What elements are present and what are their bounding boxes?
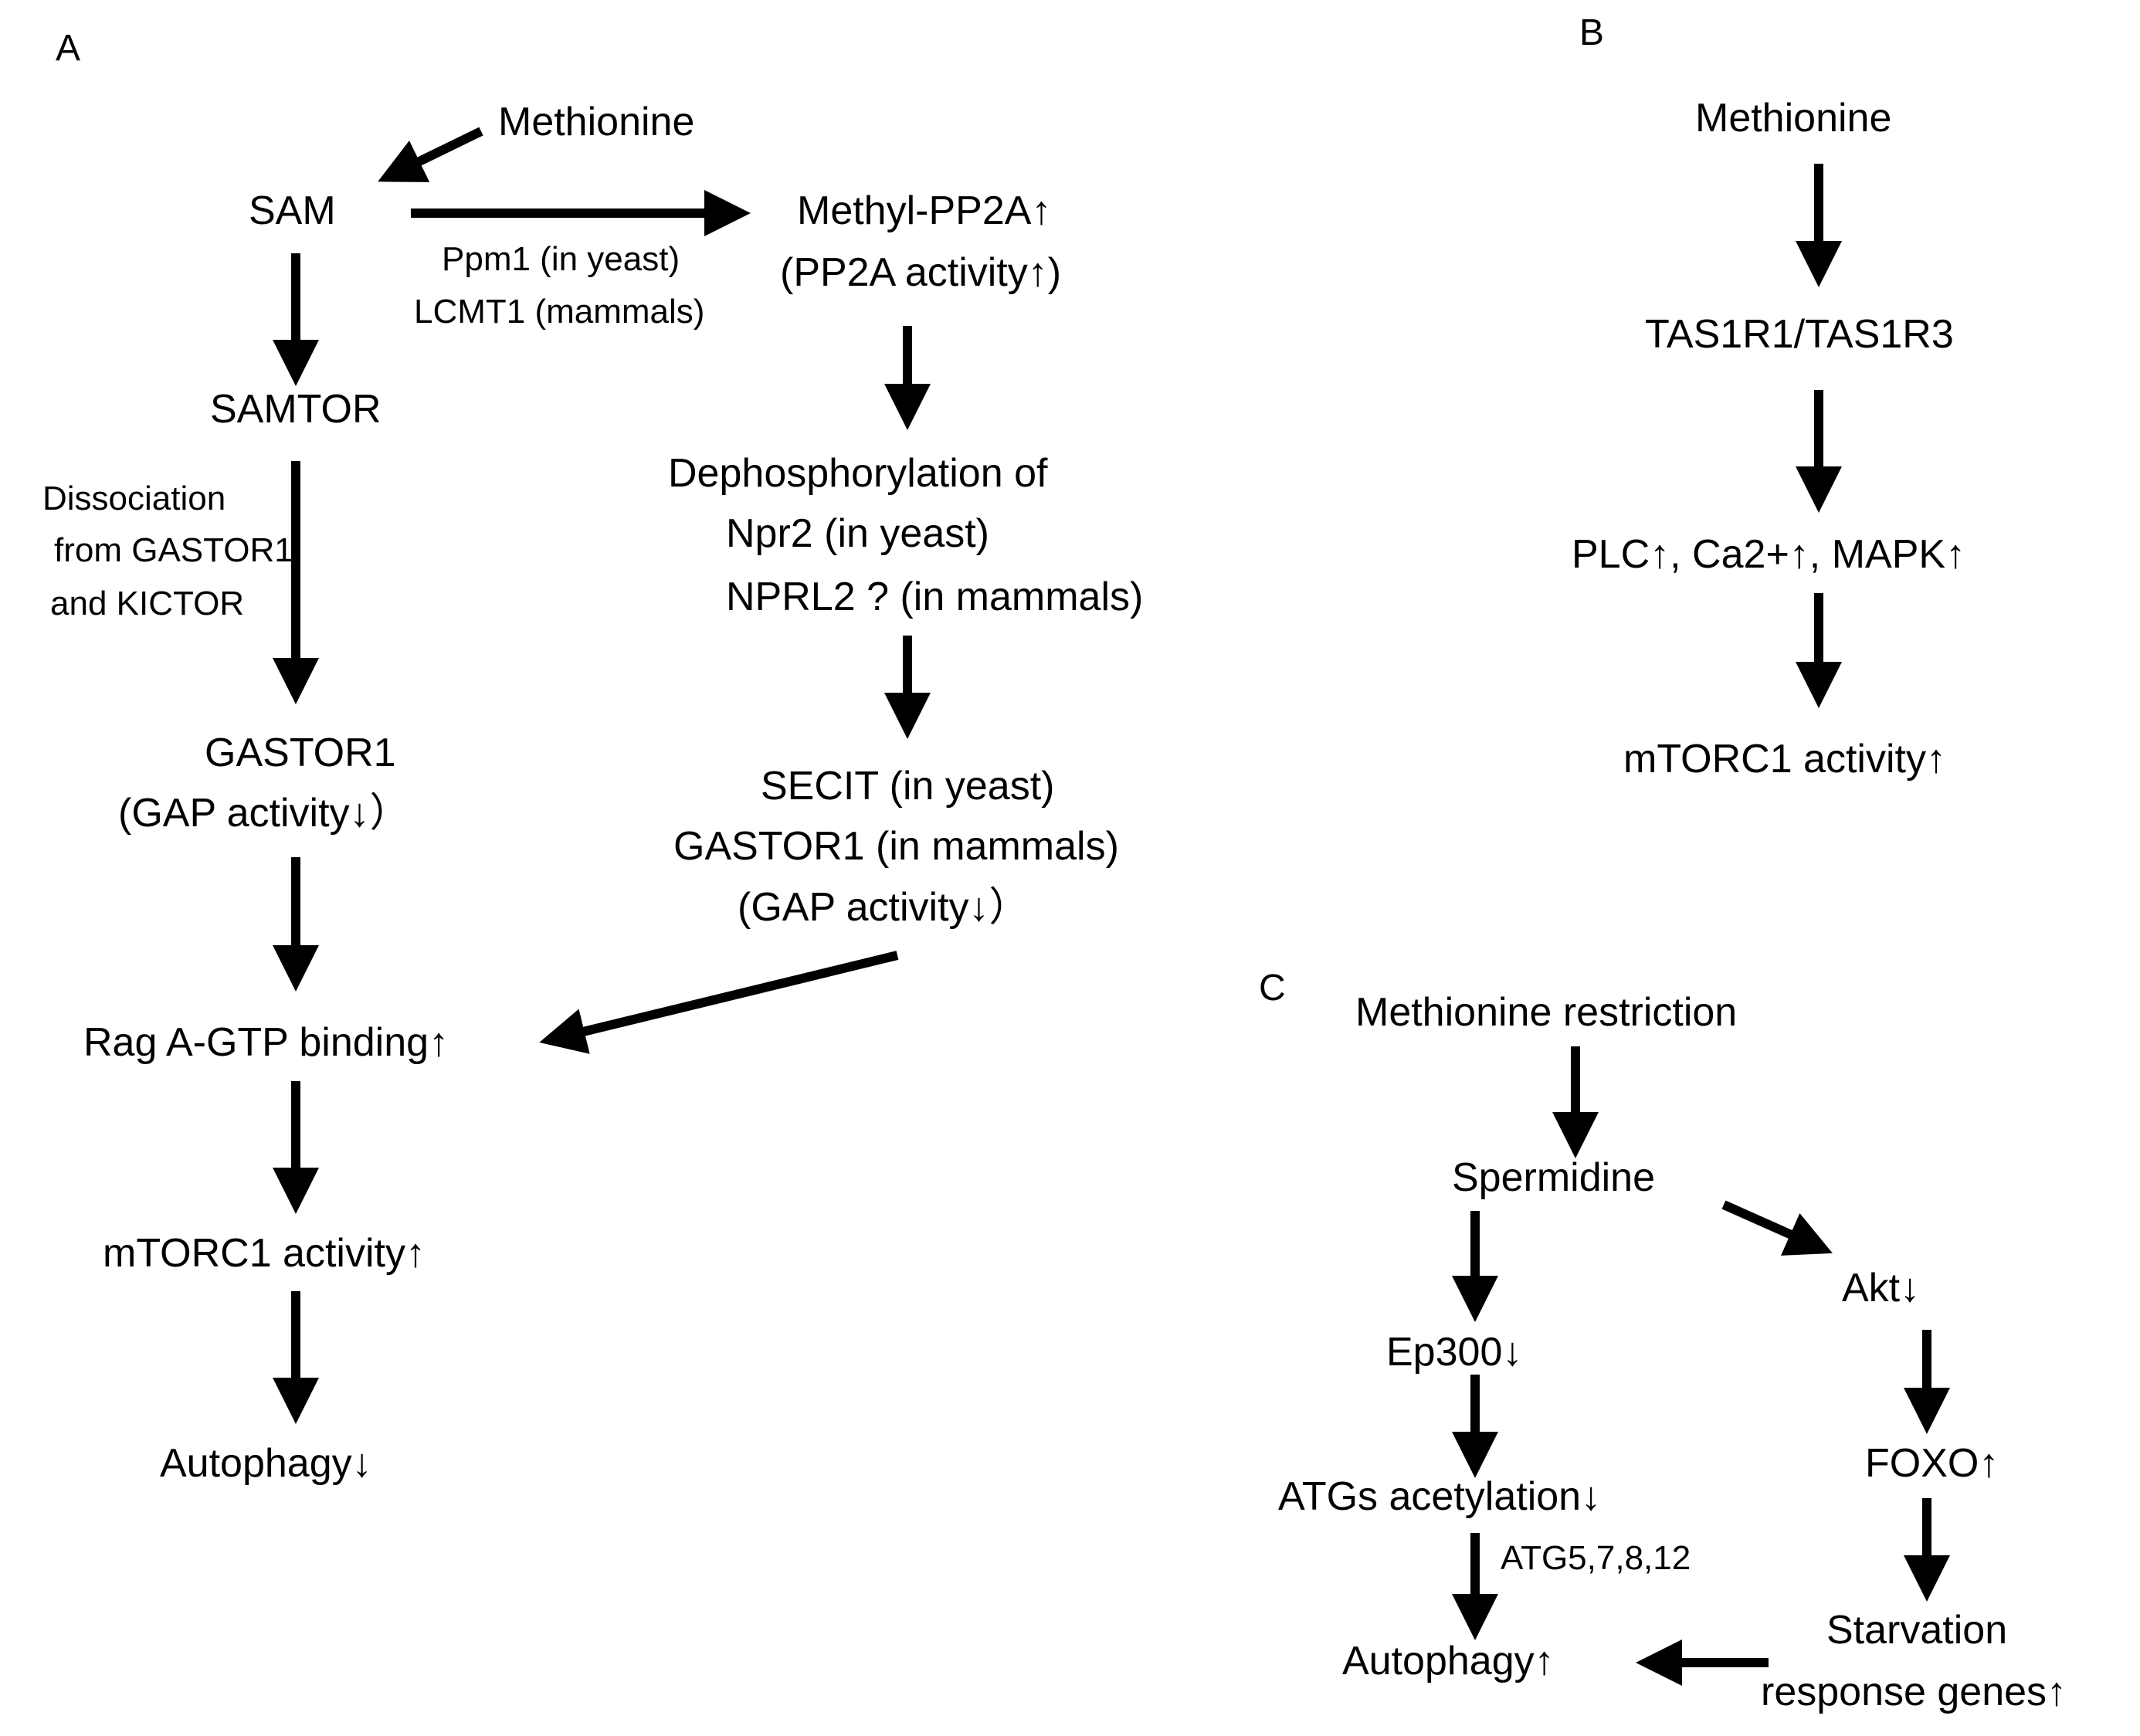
panel-c-label: C	[1259, 968, 1286, 1009]
atg-list-label: ATG5,7,8,12	[1501, 1539, 1691, 1577]
dephosphorylation-node-line2: Npr2 (in yeast)	[726, 511, 989, 556]
enzyme-ppm1-label: Ppm1 (in yeast)	[442, 240, 680, 278]
rag-binding-node: Rag A-GTP binding↑	[83, 1020, 449, 1065]
atgs-acetylation-node: ATGs acetylation↓	[1278, 1474, 1601, 1519]
panel-a-label: A	[56, 28, 80, 69]
panel-a-samtor: SAMTOR	[210, 387, 382, 432]
panel-a-sam: SAM	[249, 188, 336, 233]
ep300-node: Ep300↓	[1386, 1330, 1522, 1375]
panel-b-signals-node: PLC↑, Ca2+↑, MAPK↑	[1572, 532, 1965, 577]
secit-node-line2: GASTOR1 (in mammals)	[673, 824, 1119, 869]
enzyme-lcmt1-label: LCMT1 (mammals)	[414, 293, 704, 331]
gastor1-node: GASTOR1	[205, 731, 396, 775]
secit-gap-node: (GAP activity↓）	[738, 885, 1029, 930]
panel-b-label: B	[1579, 12, 1604, 53]
methyl-pp2a-node: Methyl-PP2A↑	[797, 188, 1051, 233]
dissociation-label-line3: and KICTOR	[50, 585, 244, 622]
panel-a-methionine: Methionine	[498, 100, 694, 144]
starvation-node-line1: Starvation	[1826, 1608, 2007, 1653]
panel-b-mtorc1-node: mTORC1 activity↑	[1623, 737, 1946, 782]
panel-b-receptor-node: TAS1R1/TAS1R3	[1645, 312, 1954, 357]
dephosphorylation-node-line1: Dephosphorylation of	[668, 451, 1048, 496]
methionine-restriction-node: Methionine restriction	[1355, 990, 1737, 1035]
dissociation-label-line1: Dissociation	[42, 480, 226, 517]
secit-node-line1: SECIT (in yeast)	[761, 764, 1054, 809]
dephosphorylation-node-line3: NPRL2 ? (in mammals)	[726, 575, 1143, 619]
starvation-node-line2: response genes↑	[1761, 1670, 2067, 1714]
gastor1-gap-node: (GAP activity↓）	[118, 791, 410, 836]
arrow-secit-to-rag	[539, 951, 899, 1054]
arrow-spermidine-to-akt	[1721, 1200, 1833, 1256]
foxo-node: FOXO↑	[1865, 1441, 1999, 1486]
arrow-methionine-to-sam	[378, 127, 483, 182]
dissociation-label-line2: from GASTOR1	[54, 531, 293, 569]
panel-b-methionine: Methionine	[1695, 96, 1891, 141]
akt-node: Akt↓	[1842, 1266, 1920, 1310]
spermidine-node: Spermidine	[1452, 1155, 1655, 1200]
panel-a-mtorc1-node: mTORC1 activity↑	[103, 1231, 426, 1276]
pp2a-activity-node: (PP2A activity↑)	[780, 250, 1061, 295]
panel-c-autophagy-node: Autophagy↑	[1342, 1639, 1555, 1683]
panel-a-autophagy-node: Autophagy↓	[160, 1441, 372, 1486]
